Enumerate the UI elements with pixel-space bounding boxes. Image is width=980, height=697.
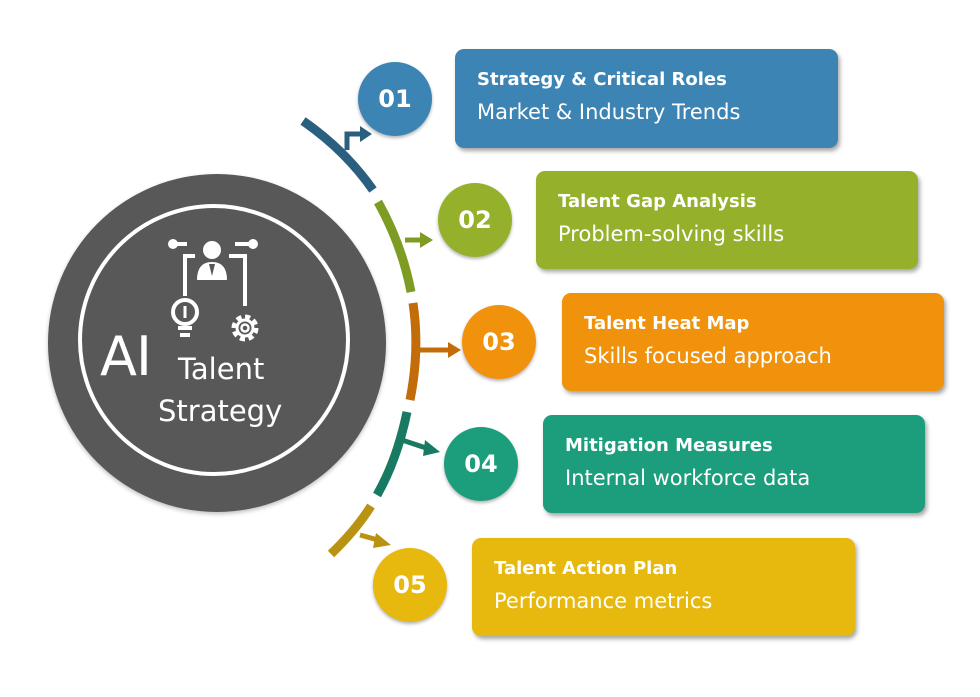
arrowhead-2 xyxy=(420,232,433,248)
arrowhead-3 xyxy=(448,342,461,358)
arc-segment-4 xyxy=(373,411,412,498)
arrowhead-5 xyxy=(373,533,391,548)
arrowhead-4 xyxy=(423,440,440,456)
step-subtitle: Skills focused approach xyxy=(584,344,832,368)
arc-segment-2 xyxy=(374,199,416,293)
person-network-lightbulb-gear-icon xyxy=(168,239,259,342)
step-box-05: Talent Action Plan Performance metrics xyxy=(472,538,855,636)
step-title: Talent Action Plan xyxy=(494,558,678,579)
step-box-03: Talent Heat Map Skills focused approach xyxy=(562,293,944,391)
step-box-02: Talent Gap Analysis Problem-solving skil… xyxy=(536,171,918,269)
hub-label-strategy: Strategy xyxy=(158,394,283,428)
step-title: Talent Heat Map xyxy=(584,313,750,334)
step-subtitle: Problem-solving skills xyxy=(558,222,785,246)
arrow-4 xyxy=(401,437,427,451)
step-box-01: Strategy & Critical Roles Market & Indus… xyxy=(455,49,838,148)
step-badge-01: 01 xyxy=(358,62,432,136)
hub-label-ai: AI xyxy=(100,325,152,388)
arc-segment-1 xyxy=(300,117,377,193)
hub-ring xyxy=(78,204,350,476)
step-badge-03: 03 xyxy=(462,305,536,379)
arrow-1 xyxy=(344,131,362,150)
step-badge-04: 04 xyxy=(444,427,518,501)
step-subtitle: Internal workforce data xyxy=(565,466,811,490)
step-title: Talent Gap Analysis xyxy=(558,191,757,212)
arc-segment-3 xyxy=(405,302,421,401)
step-box-04: Mitigation Measures Internal workforce d… xyxy=(543,415,925,513)
arc-segment-5 xyxy=(327,503,375,558)
step-subtitle: Market & Industry Trends xyxy=(477,100,741,124)
hub-label-talent: Talent xyxy=(178,352,265,386)
step-title: Mitigation Measures xyxy=(565,435,773,456)
step-subtitle: Performance metrics xyxy=(494,589,713,613)
step-badge-05: 05 xyxy=(373,548,447,622)
step-title: Strategy & Critical Roles xyxy=(477,69,727,90)
step-badge-02: 02 xyxy=(438,183,512,257)
arrowhead-1 xyxy=(360,126,372,142)
